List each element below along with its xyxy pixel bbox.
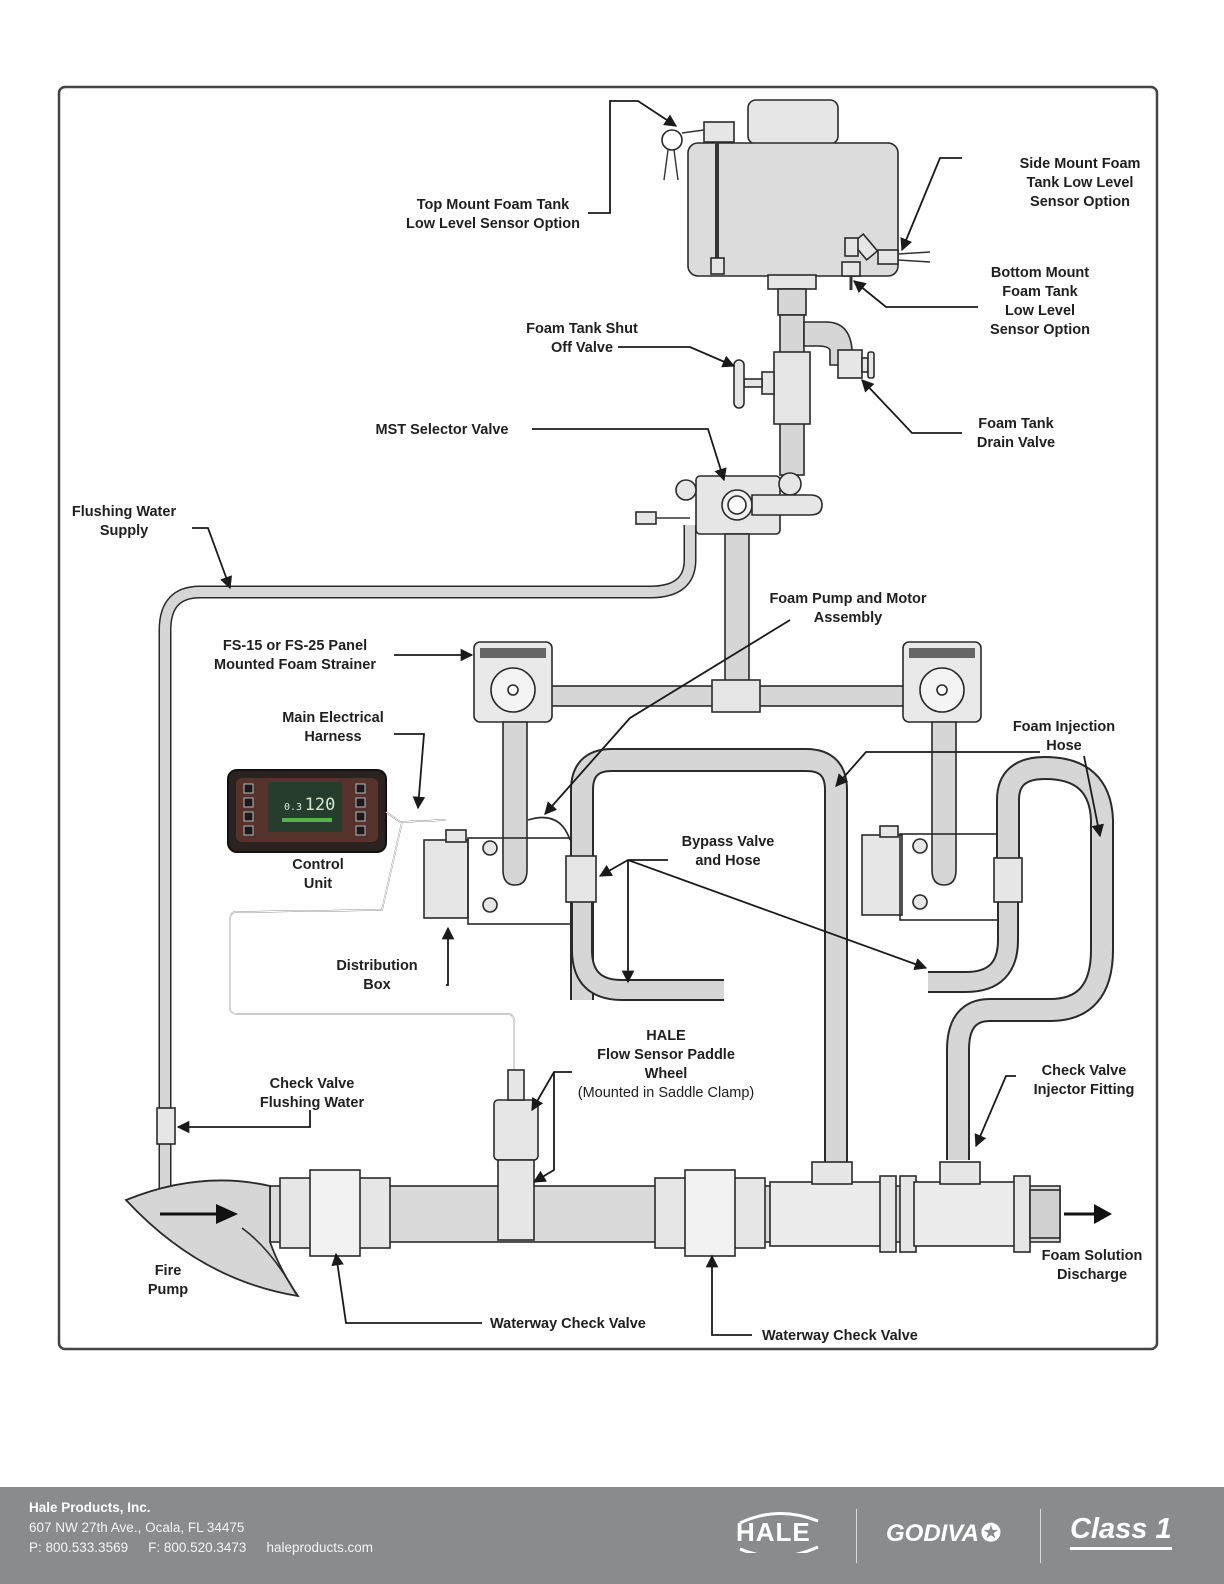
label-waterway-check-valve-2: Waterway Check Valve	[762, 1328, 918, 1344]
bypass-valve-left	[565, 855, 597, 903]
control-unit: 120 0.3	[227, 769, 387, 853]
label-mst-selector-valve: MST Selector Valve	[376, 422, 509, 438]
footer-contact: P: 800.533.3569 F: 800.520.3473 haleproduc…	[29, 1540, 393, 1555]
control-display-small: 0.3	[284, 802, 302, 813]
tank-outlet-pipe	[773, 314, 875, 476]
leader-lines	[176, 100, 1104, 1336]
footer: Hale Products, Inc. 607 NW 27th Ave., Oc…	[0, 1487, 1224, 1584]
footer-company: Hale Products, Inc.	[29, 1500, 151, 1515]
class1-logo: Class 1	[1070, 1513, 1172, 1550]
hale-swoosh-icon	[739, 1512, 819, 1553]
shut-off-valve	[733, 359, 775, 409]
label-flow-sensor-note: (Mounted in Saddle Clamp)	[578, 1085, 755, 1101]
bypass-valve-right	[993, 857, 1023, 903]
foam-strainer-left	[473, 641, 553, 723]
hale-logo: HALE	[736, 1512, 819, 1553]
logo-divider-1	[856, 1509, 857, 1563]
footer-phone: P: 800.533.3569	[29, 1540, 129, 1555]
footer-website[interactable]: haleproducts.com	[266, 1540, 373, 1555]
footer-fax: F: 800.520.3473	[148, 1540, 247, 1555]
mst-selector-valve	[635, 472, 823, 535]
label-waterway-check-valve-1: Waterway Check Valve	[490, 1316, 646, 1332]
main-waterway	[124, 1069, 1112, 1298]
manifold-tee	[711, 679, 761, 713]
foam-pump-left	[423, 816, 579, 925]
godiva-star-icon: ✪	[980, 1520, 1002, 1547]
godiva-logo: GODIVA✪	[886, 1520, 1002, 1547]
top-mount-sensor	[661, 121, 735, 275]
flushing-check-valve	[156, 1107, 176, 1145]
foam-strainer-right	[902, 641, 982, 723]
logo-divider-2	[1040, 1509, 1041, 1563]
foam-pump-right	[861, 825, 1005, 921]
footer-address: 607 NW 27th Ave., Ocala, FL 34475	[29, 1520, 245, 1535]
foam-system-diagram: 120 0.3	[57, 85, 1159, 1351]
control-display-value: 120	[305, 795, 336, 815]
bottom-mount-sensor	[841, 237, 861, 290]
